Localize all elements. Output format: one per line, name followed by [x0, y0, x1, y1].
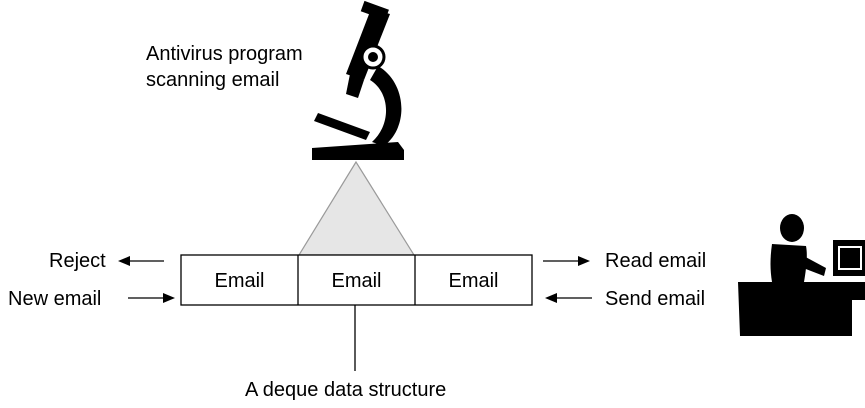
deque-cell-2: Email	[331, 270, 382, 292]
send-email-label: Send email	[605, 288, 706, 310]
microscope-icon	[312, 0, 404, 160]
deque-box	[180, 254, 533, 306]
deque-cell-3: Email	[448, 270, 499, 292]
deque-cell-1: Email	[214, 270, 265, 292]
read-email-arrow	[543, 256, 590, 266]
new-email-label: New email	[8, 288, 102, 310]
scanner-caption-line1: Antivirus program	[146, 43, 303, 65]
person-at-computer-icon	[738, 214, 865, 336]
scanner-caption-line2: scanning email	[146, 69, 280, 91]
new-email-arrow	[128, 293, 175, 303]
send-email-arrow	[545, 293, 592, 303]
reject-label: Reject	[49, 250, 106, 272]
deque-caption: A deque data structure	[245, 379, 447, 401]
read-email-label: Read email	[605, 250, 707, 272]
scan-cone	[297, 160, 416, 256]
reject-arrow	[118, 256, 164, 266]
